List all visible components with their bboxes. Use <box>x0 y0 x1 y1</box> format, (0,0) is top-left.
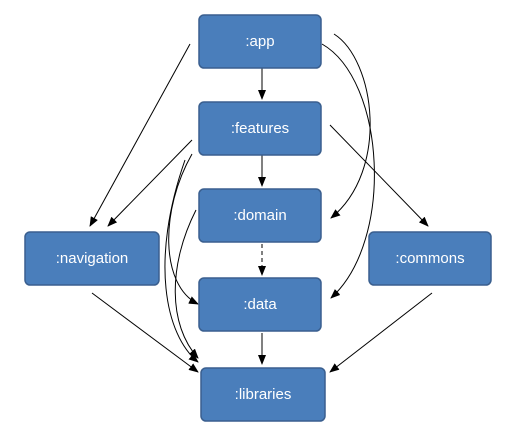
node-features-label: :features <box>231 120 289 137</box>
node-domain: :domain <box>198 188 322 243</box>
edge-domain-libraries <box>174 209 199 359</box>
edges <box>89 33 433 373</box>
node-app: :app <box>198 14 322 69</box>
edge-features-navigation <box>107 139 193 227</box>
node-data: :data <box>198 277 322 332</box>
node-libraries-label: :libraries <box>235 386 292 403</box>
edge-commons-libraries <box>329 292 433 373</box>
edge-app-navigation <box>89 43 191 227</box>
node-commons-label: :commons <box>395 250 464 267</box>
edge-features-commons <box>329 124 429 227</box>
node-data-label: :data <box>243 296 277 313</box>
node-navigation-label: :navigation <box>56 250 129 267</box>
node-domain-label: :domain <box>233 207 286 224</box>
node-libraries: :libraries <box>200 367 326 422</box>
edge-features-libraries <box>164 159 199 363</box>
node-app-label: :app <box>245 33 274 50</box>
edge-features-data <box>168 153 199 305</box>
node-features: :features <box>198 101 322 156</box>
edge-app-domain <box>330 33 371 219</box>
node-commons: :commons <box>368 231 492 286</box>
edge-app-data <box>321 43 375 299</box>
node-navigation: :navigation <box>24 231 160 286</box>
edge-navigation-libraries <box>91 292 199 373</box>
